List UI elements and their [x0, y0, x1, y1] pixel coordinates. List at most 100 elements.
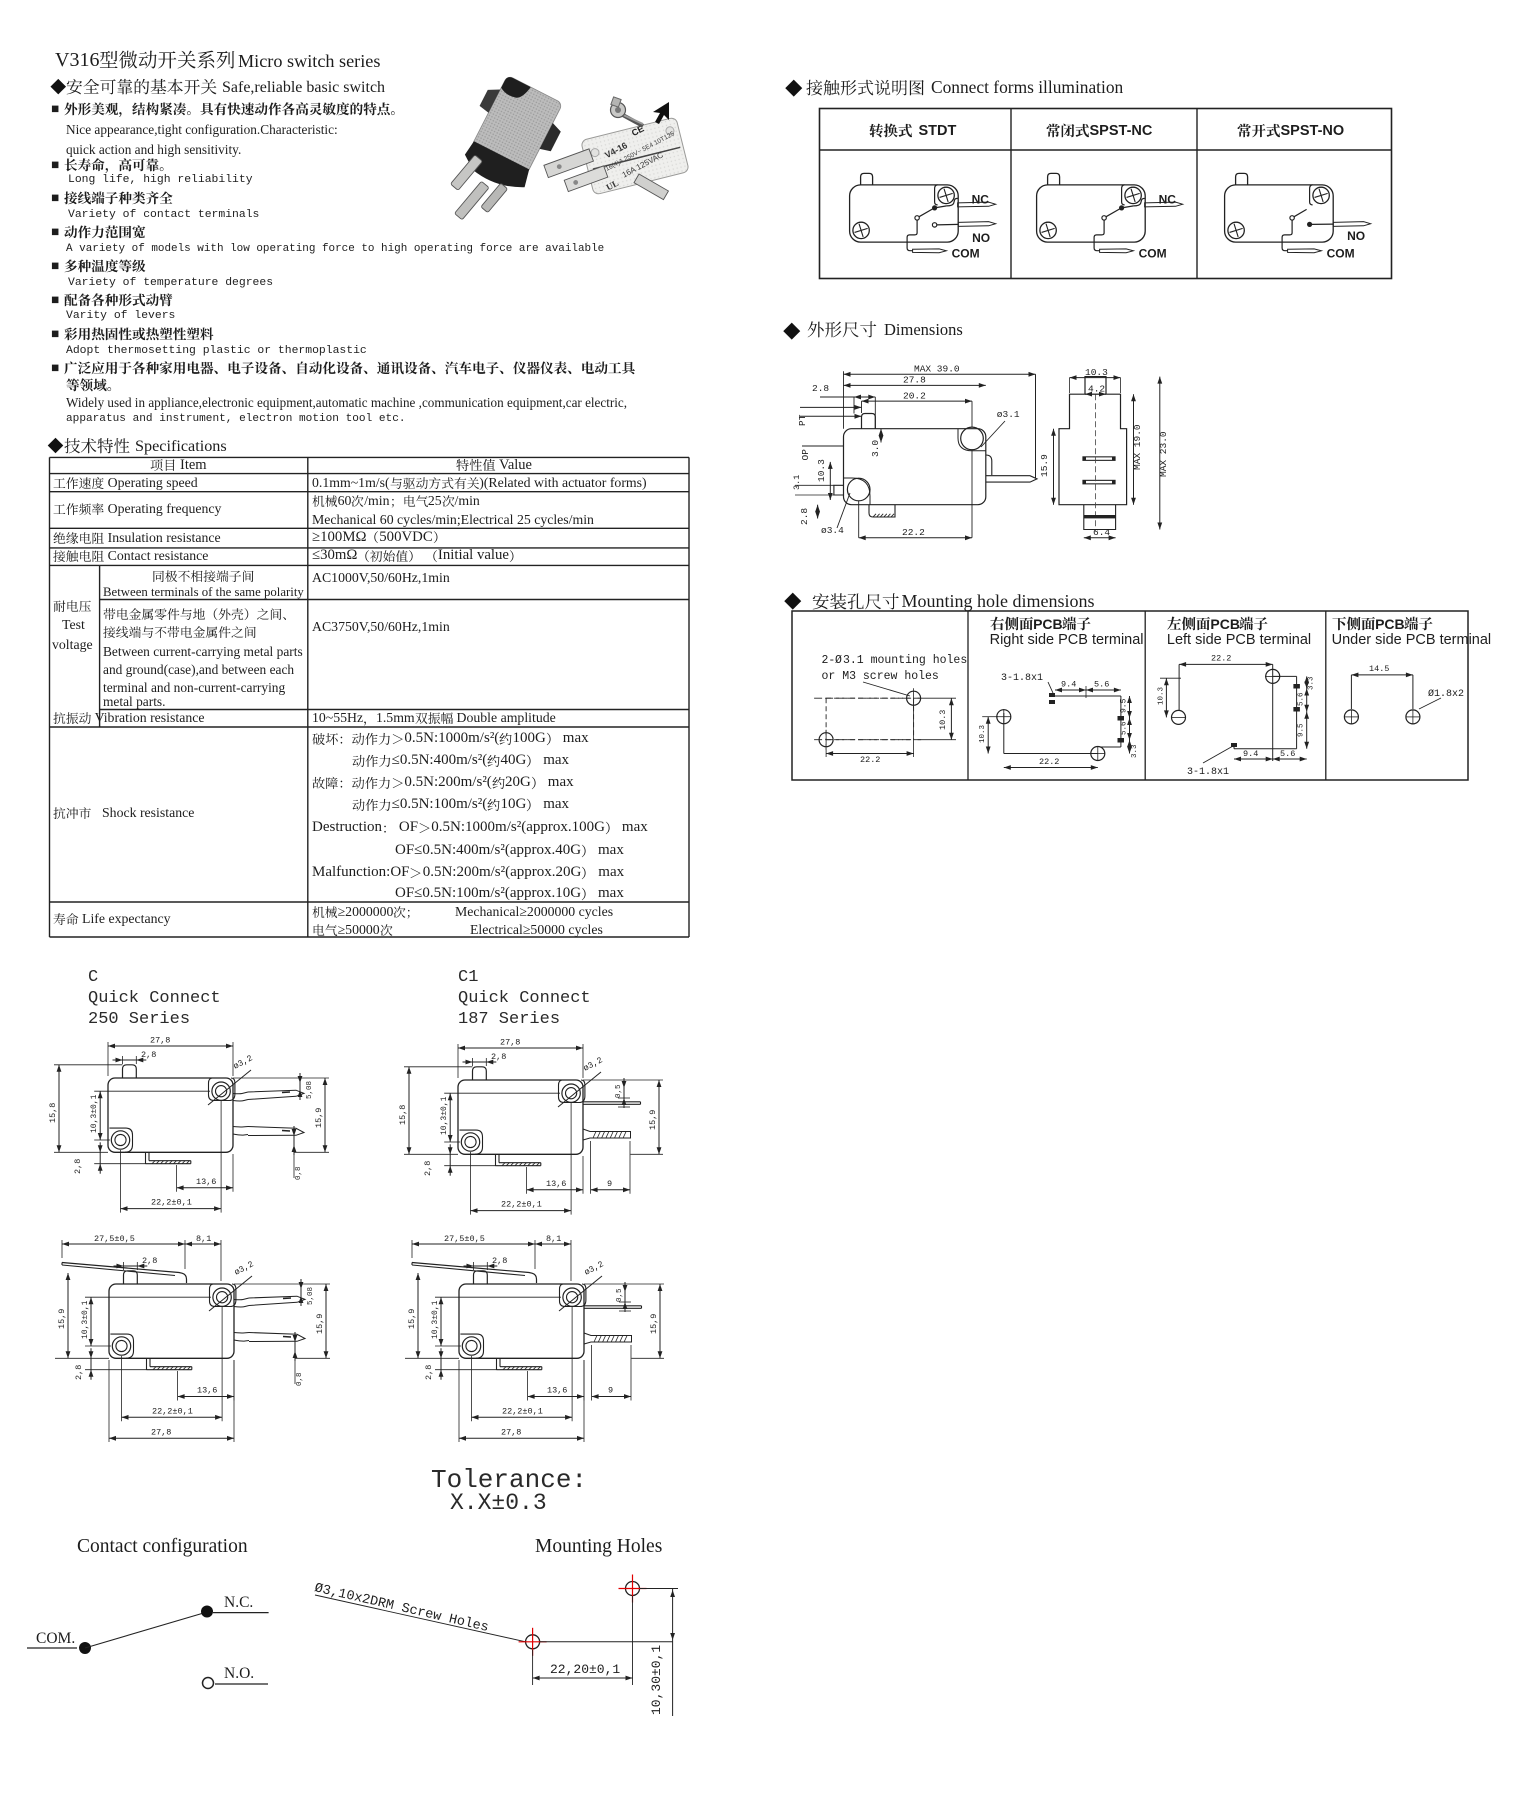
svg-text:10.3: 10.3 — [979, 724, 987, 743]
svg-text:22.2: 22.2 — [1039, 757, 1059, 767]
svg-text:2.8: 2.8 — [812, 383, 829, 394]
svg-text:15,9: 15,9 — [407, 1309, 417, 1329]
svg-text:10,3±0,1: 10,3±0,1 — [90, 1094, 99, 1133]
svg-text:9.5: 9.5 — [1298, 723, 1306, 737]
svg-text:0,8: 0,8 — [295, 1166, 303, 1180]
svg-text:22.2: 22.2 — [860, 755, 880, 765]
svg-text:ø3.4: ø3.4 — [821, 525, 844, 536]
svg-text:22,2±0,1: 22,2±0,1 — [502, 1406, 543, 1416]
svg-text:3-1.8x1: 3-1.8x1 — [1187, 767, 1229, 778]
svg-text:MAX 19.0: MAX 19.0 — [1132, 424, 1143, 470]
svg-text:ø3,2: ø3,2 — [232, 1053, 255, 1071]
svg-text:2,8: 2,8 — [141, 1050, 156, 1060]
svg-text:22,2±0,1: 22,2±0,1 — [152, 1406, 193, 1416]
svg-text:0,8: 0,8 — [296, 1372, 304, 1386]
svg-text:2,8: 2,8 — [423, 1161, 433, 1176]
svg-text:13,6: 13,6 — [546, 1179, 566, 1189]
svg-text:2,8: 2,8 — [142, 1256, 157, 1266]
svg-text:Ø1.8x2: Ø1.8x2 — [1428, 688, 1464, 700]
svg-text:10.3: 10.3 — [1085, 367, 1108, 378]
svg-text:13,6: 13,6 — [197, 1386, 217, 1396]
svg-text:3.0: 3.0 — [870, 440, 881, 457]
svg-text:15,9: 15,9 — [649, 1314, 659, 1334]
svg-text:N.O.: N.O. — [224, 1665, 254, 1682]
svg-text:COM: COM — [1139, 246, 1167, 260]
svg-text:5.6: 5.6 — [1280, 749, 1295, 759]
svg-text:4.2: 4.2 — [1088, 384, 1105, 395]
svg-text:2,8: 2,8 — [424, 1365, 434, 1380]
svg-text:13,6: 13,6 — [547, 1386, 567, 1396]
svg-text:5,08: 5,08 — [307, 1287, 315, 1305]
svg-text:13,6: 13,6 — [196, 1177, 216, 1187]
svg-text:15,9: 15,9 — [648, 1110, 658, 1130]
svg-text:15,9: 15,9 — [315, 1314, 325, 1334]
svg-text:3.1 mounting holes: 3.1 mounting holes — [843, 654, 967, 667]
svg-text:MAX 23.0: MAX 23.0 — [1158, 431, 1169, 477]
svg-text:5.6: 5.6 — [1298, 692, 1306, 706]
svg-text:9: 9 — [608, 1386, 613, 1396]
svg-text:6.4: 6.4 — [1093, 527, 1110, 538]
svg-text:20.2: 20.2 — [903, 390, 926, 401]
svg-text:2,8: 2,8 — [73, 1159, 83, 1174]
svg-text:ø3,2: ø3,2 — [583, 1259, 606, 1277]
svg-text:15,8: 15,8 — [398, 1105, 408, 1125]
svg-text:5.6: 5.6 — [1094, 680, 1109, 690]
svg-text:MAX 39.0: MAX 39.0 — [914, 364, 960, 375]
svg-text:27,8: 27,8 — [150, 1036, 170, 1046]
svg-text:14.5: 14.5 — [1369, 664, 1389, 674]
svg-text:15,8: 15,8 — [48, 1103, 58, 1123]
svg-text:22.2: 22.2 — [902, 527, 925, 538]
svg-text:10,30±0,1: 10,30±0,1 — [649, 1645, 664, 1715]
svg-text:2-: 2- — [822, 654, 836, 667]
svg-text:15,9: 15,9 — [57, 1309, 67, 1329]
svg-text:27.8: 27.8 — [903, 375, 926, 386]
svg-text:10,3±0,1: 10,3±0,1 — [440, 1096, 449, 1135]
svg-text:0,5: 0,5 — [615, 1084, 623, 1098]
svg-text:ø3,2: ø3,2 — [233, 1259, 256, 1277]
svg-text:5.6: 5.6 — [1121, 721, 1129, 735]
svg-text:COM.: COM. — [36, 1630, 75, 1647]
svg-text:ø3,2: ø3,2 — [582, 1055, 605, 1073]
svg-text:3.3: 3.3 — [1308, 676, 1316, 690]
svg-text:ø3.1: ø3.1 — [997, 409, 1020, 420]
svg-text:10.3: 10.3 — [1157, 686, 1165, 705]
svg-text:3.3: 3.3 — [1131, 744, 1139, 758]
svg-text:10.3: 10.3 — [938, 710, 948, 730]
svg-text:Ø: Ø — [835, 654, 842, 667]
svg-text:22.2: 22.2 — [1211, 654, 1231, 664]
svg-text:or M3 screw holes: or M3 screw holes — [822, 670, 939, 683]
svg-text:9.5: 9.5 — [1120, 698, 1129, 713]
svg-text:0,5: 0,5 — [616, 1288, 624, 1302]
svg-text:2,8: 2,8 — [74, 1365, 84, 1380]
svg-text:27,8: 27,8 — [151, 1428, 171, 1438]
svg-text:8,1: 8,1 — [196, 1234, 211, 1244]
svg-text:2,8: 2,8 — [492, 1256, 507, 1266]
svg-text:9: 9 — [607, 1179, 612, 1189]
svg-text:27,5±0,5: 27,5±0,5 — [444, 1234, 485, 1244]
svg-text:2.8: 2.8 — [799, 508, 810, 525]
svg-text:9.4: 9.4 — [1243, 749, 1258, 759]
svg-text:22,2±0,1: 22,2±0,1 — [151, 1198, 192, 1208]
svg-text:NO: NO — [1347, 229, 1365, 243]
svg-text:PT: PT — [797, 414, 808, 426]
svg-text:COM: COM — [1327, 246, 1355, 260]
svg-text:3-1.8x1: 3-1.8x1 — [1001, 673, 1043, 684]
svg-text:15.9: 15.9 — [1039, 454, 1050, 477]
svg-text:8,1: 8,1 — [546, 1234, 561, 1244]
svg-text:NC: NC — [1159, 192, 1177, 206]
svg-text:9.4: 9.4 — [1061, 680, 1076, 690]
svg-text:22,20±0,1: 22,20±0,1 — [550, 1662, 620, 1677]
svg-text:10.3: 10.3 — [816, 459, 827, 482]
svg-text:3.1: 3.1 — [792, 475, 802, 490]
svg-text:COM: COM — [952, 246, 980, 260]
svg-text:15,9: 15,9 — [314, 1108, 324, 1128]
svg-text:5,08: 5,08 — [306, 1081, 314, 1099]
svg-text:NC: NC — [972, 192, 990, 206]
svg-text:N.C.: N.C. — [224, 1594, 253, 1611]
svg-text:22,2±0,1: 22,2±0,1 — [501, 1200, 542, 1210]
svg-text:10,3±0,1: 10,3±0,1 — [431, 1300, 440, 1339]
svg-text:OP: OP — [800, 449, 811, 461]
svg-text:2,8: 2,8 — [491, 1052, 506, 1062]
svg-text:27,5±0,5: 27,5±0,5 — [94, 1234, 135, 1244]
svg-text:NO: NO — [972, 231, 990, 245]
